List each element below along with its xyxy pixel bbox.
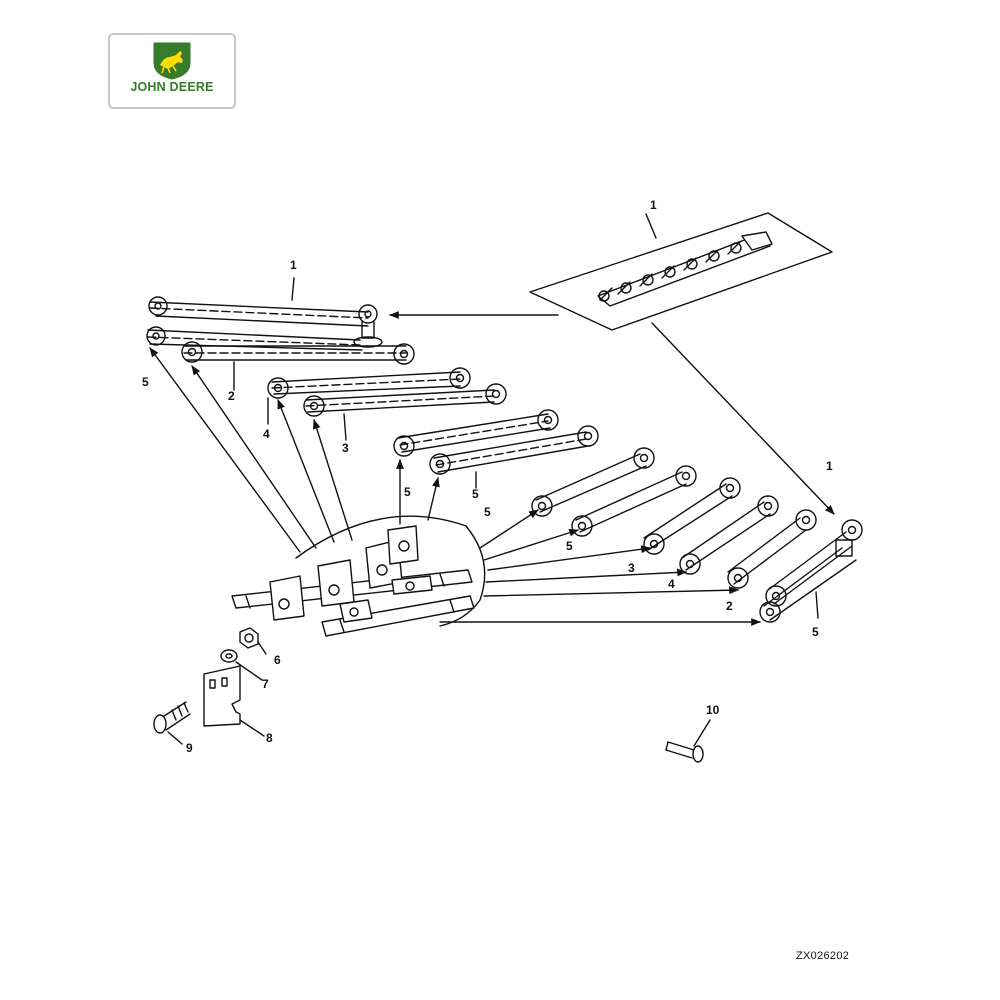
callout-2-row1: 2 [228,389,235,403]
callout-4-right: 4 [668,577,675,591]
callout-1-right: 1 [826,459,833,473]
chain-assembly-right [531,447,863,623]
callout-5-right-b: 5 [566,539,573,553]
main-chain-assembly [231,525,475,637]
callout-6: 6 [274,653,281,667]
washer-part-7 [220,649,263,681]
callout-5-right-c: 5 [812,625,819,639]
nut-part-6 [239,627,267,655]
callout-3-row2: 3 [342,441,349,455]
callout-4-row2: 4 [263,427,270,441]
deer-badge-icon [153,42,191,80]
john-deere-logo: JOHN DEERE [108,33,236,109]
callout-1-inset: 1 [650,198,657,212]
chain-assembly-top [146,277,383,351]
bolt-part-10 [665,719,711,763]
callout-5-row3a: 5 [404,485,411,499]
callout-5-right-a: 5 [484,505,491,519]
callout-8: 8 [266,731,273,745]
callout-5-row3b: 5 [472,487,479,501]
figure-code: ZX026202 [796,950,850,962]
chain-assembly-row3 [393,409,599,489]
callout-1-upper-left: 1 [290,258,297,272]
callout-10: 10 [706,703,720,717]
inset-chain-panel [529,212,833,331]
callout-7: 7 [262,677,269,691]
chain-assembly-row2 [267,367,507,441]
callout-5-row1: 5 [142,375,149,389]
callout-2-right: 2 [726,599,733,613]
chain-assembly-2-upper [181,341,415,391]
plate-part-8 [203,665,265,737]
callout-3-right: 3 [628,561,635,575]
bolt-part-9 [153,701,191,745]
callout-9: 9 [186,741,193,755]
brand-text: JOHN DEERE [130,80,214,94]
